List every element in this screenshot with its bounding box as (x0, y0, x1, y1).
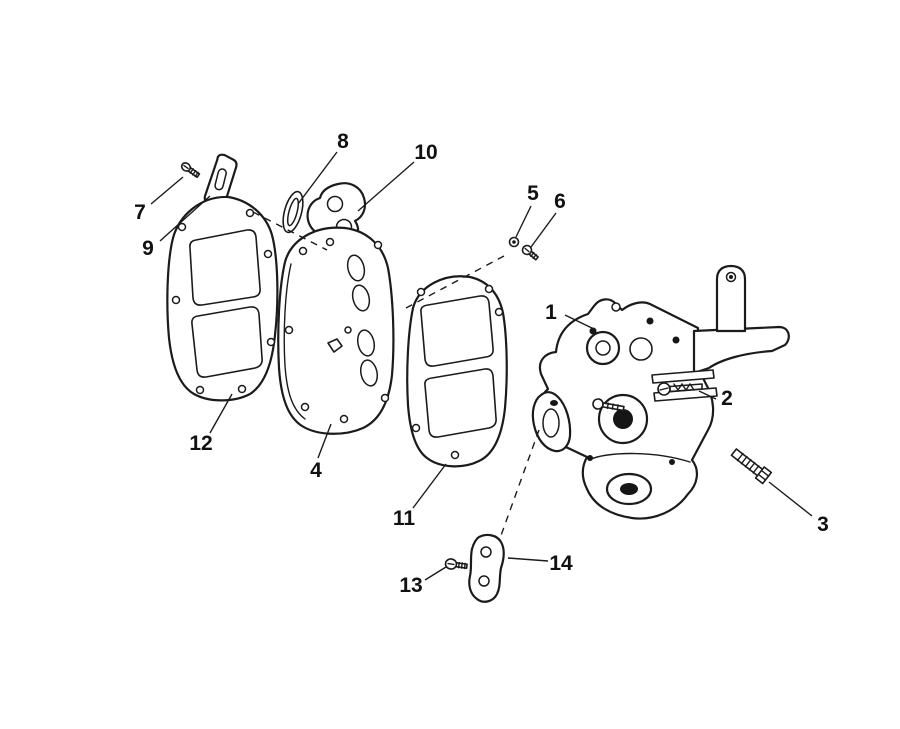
part-label-8: 8 (337, 130, 349, 153)
part-label-13: 13 (399, 574, 422, 597)
leader-line-part-2 (698, 390, 717, 400)
part-label-1: 1 (545, 301, 557, 324)
leader-line-part-8 (297, 151, 338, 205)
part-screw-13 (444, 558, 468, 570)
part-label-7: 7 (134, 201, 146, 224)
alignment-dashed-lines (252, 211, 540, 542)
leader-line-part-9 (159, 195, 211, 242)
part-label-11: 11 (393, 507, 416, 530)
leader-line-part-4 (317, 423, 332, 459)
leader-line-part-10 (357, 161, 415, 212)
leader-line-part-3 (768, 481, 813, 517)
part-label-12: 12 (189, 432, 212, 455)
body-arm (692, 325, 790, 375)
leader-lines-layer (150, 151, 813, 581)
leader-line-part-12 (209, 393, 233, 434)
part-screw-7 (180, 162, 201, 179)
leader-line-part-11 (412, 463, 447, 509)
part-label-14: 14 (549, 552, 573, 575)
part-label-9: 9 (142, 237, 154, 260)
part-bolt-3 (730, 448, 773, 485)
leader-line-part-1 (564, 314, 597, 331)
part-label-10: 10 (414, 141, 437, 164)
part-plate-4 (277, 226, 395, 435)
leader-line-part-13 (424, 566, 447, 581)
leader-line-part-5 (515, 205, 532, 238)
part-gasket-8 (282, 190, 304, 234)
part-label-6: 6 (554, 190, 566, 213)
part-manifold-body-1 (531, 264, 790, 520)
leader-line-part-6 (530, 212, 557, 248)
part-label-3: 3 (817, 513, 829, 536)
part-washer-5 (508, 236, 520, 248)
body-post (715, 264, 747, 333)
part-gasket-12 (166, 195, 279, 402)
part-label-5: 5 (527, 182, 539, 205)
part-screw-6 (521, 244, 539, 261)
body-small-screw (592, 398, 625, 412)
leader-line-part-14 (507, 557, 549, 562)
part-bracket-14 (468, 533, 505, 603)
leader-line-part-7 (150, 176, 184, 205)
part-label-4: 4 (310, 459, 322, 482)
part-screw-2 (657, 382, 703, 396)
part-label-2: 2 (721, 387, 733, 410)
part-gasket-11 (406, 275, 508, 468)
